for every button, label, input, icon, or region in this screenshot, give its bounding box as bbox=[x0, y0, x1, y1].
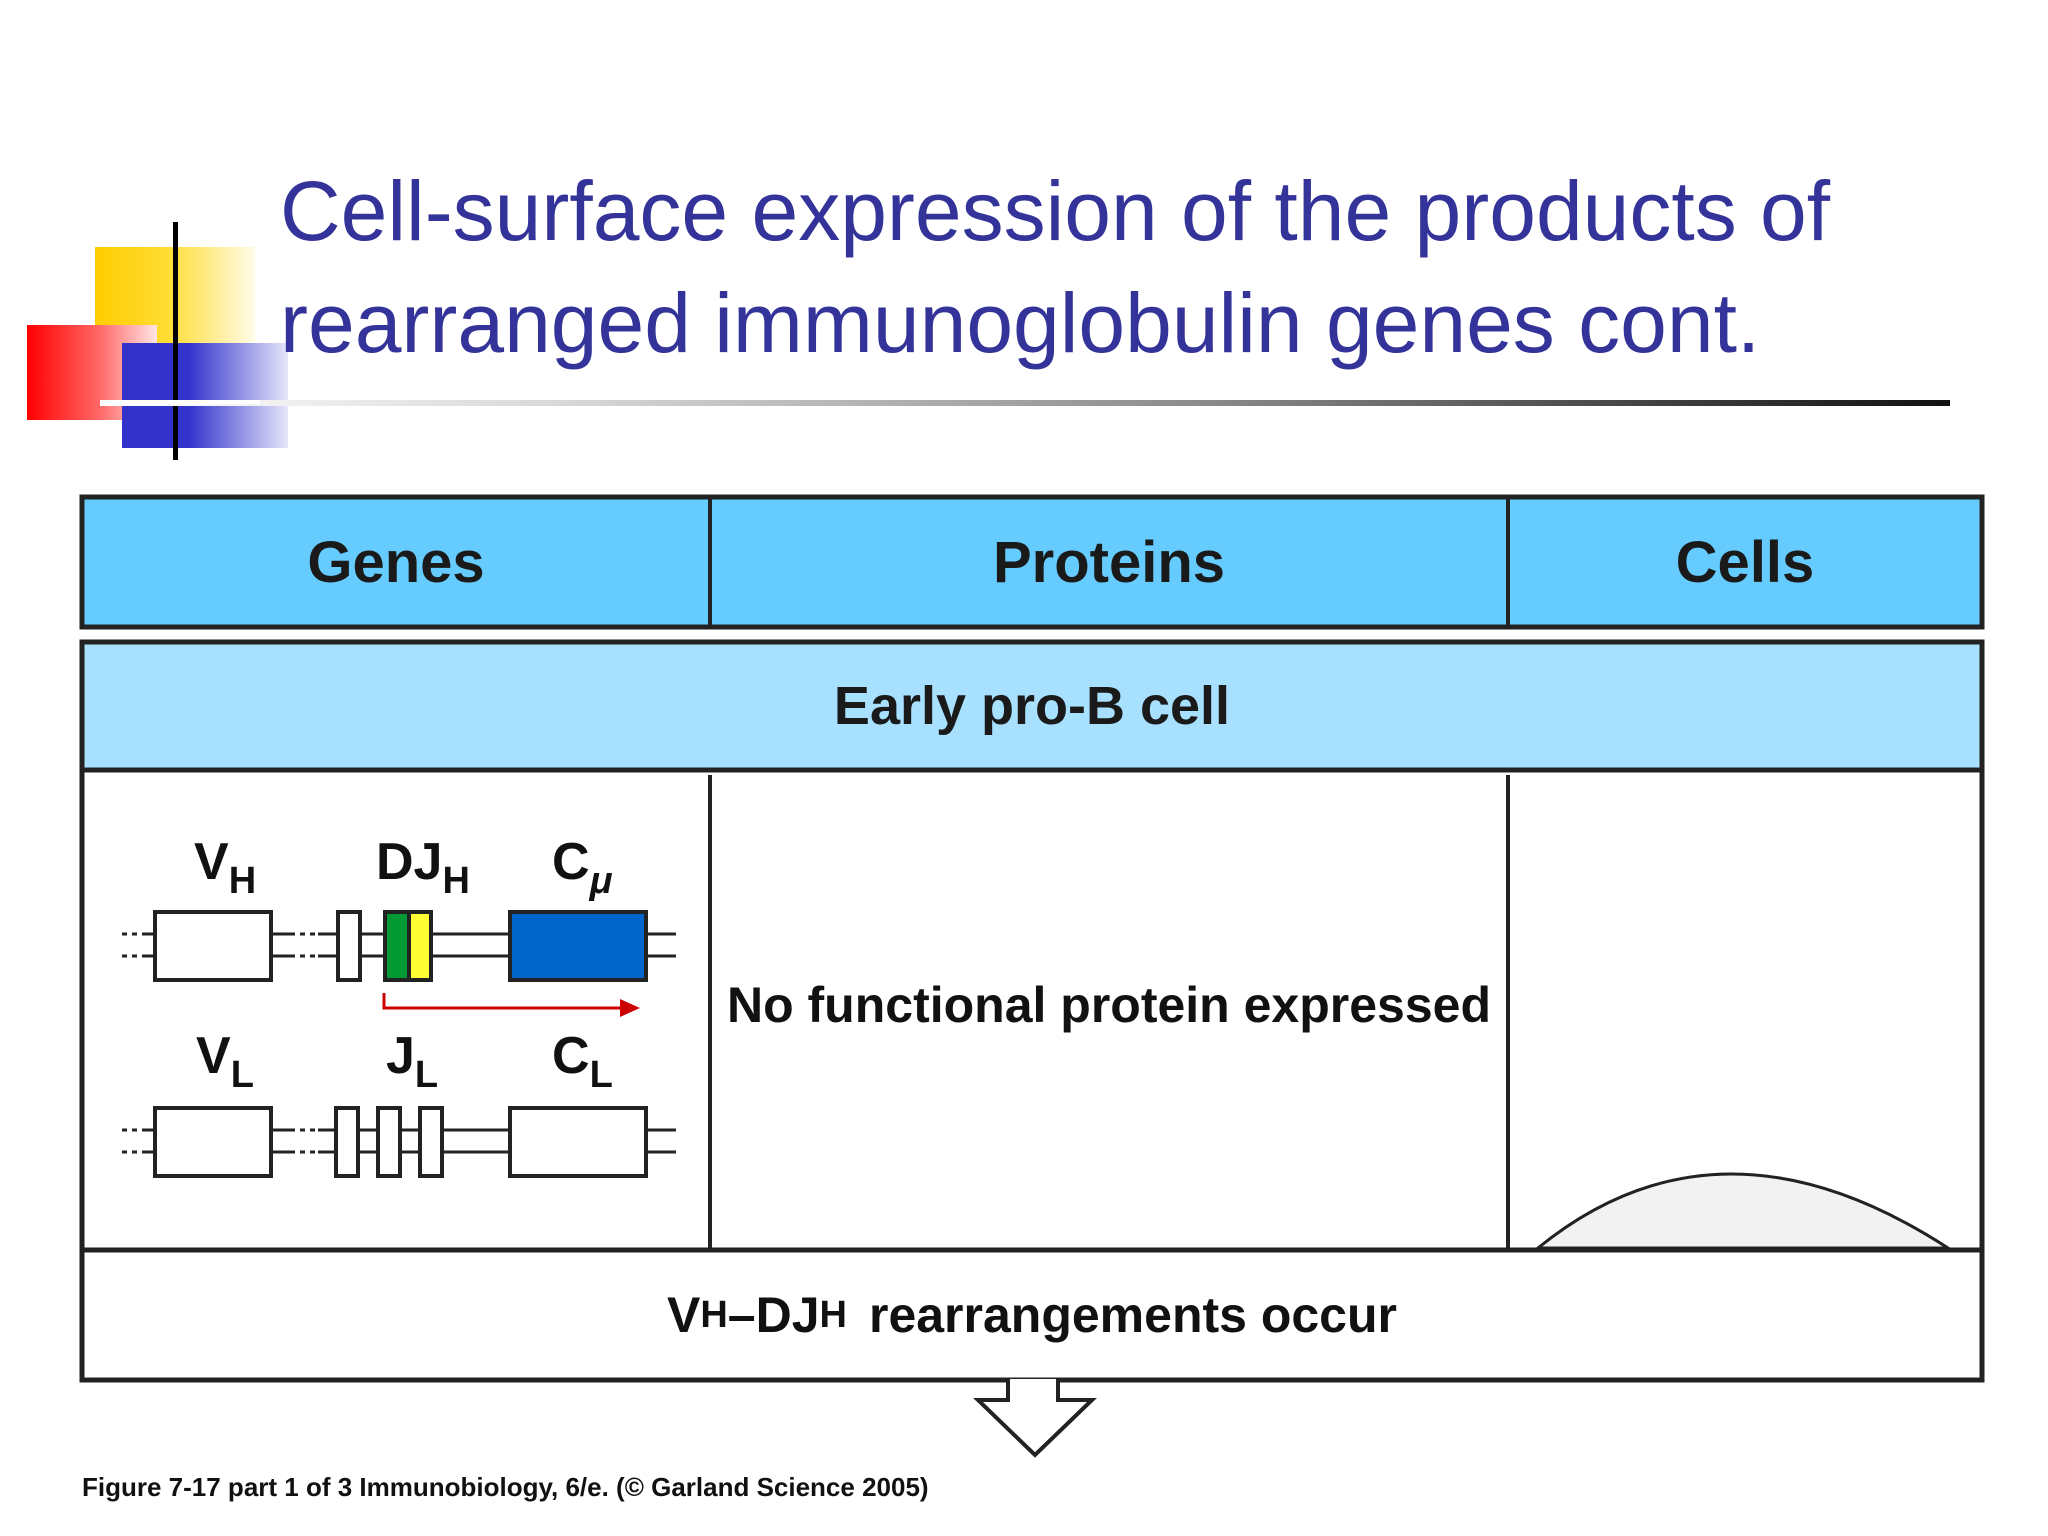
d-segment-unrearranged bbox=[336, 910, 362, 982]
header-cells: Cells bbox=[1675, 529, 1815, 595]
transcript-arrow bbox=[382, 993, 640, 1017]
vh-segment bbox=[153, 910, 273, 982]
label-cl: CL bbox=[552, 1027, 613, 1096]
footer-row bbox=[79, 1247, 1985, 1383]
decor-blue-square bbox=[122, 343, 288, 448]
header-row-bg bbox=[79, 494, 1985, 630]
label-vl: VL bbox=[196, 1027, 254, 1096]
vl-segment bbox=[153, 1106, 273, 1178]
jl-segment-2 bbox=[376, 1106, 402, 1178]
jl-segment-3 bbox=[418, 1106, 444, 1178]
slide-title-line1: Cell-surface expression of the products … bbox=[280, 164, 1831, 258]
label-jl: JL bbox=[386, 1027, 439, 1096]
figure-caption: Figure 7-17 part 1 of 3 Immunobiology, 6… bbox=[82, 1472, 929, 1502]
down-arrow bbox=[973, 1382, 1097, 1458]
cl-segment bbox=[508, 1106, 648, 1178]
header-proteins: Proteins bbox=[992, 529, 1226, 595]
label-djh: DJH bbox=[376, 833, 470, 902]
header-genes: Genes bbox=[307, 529, 485, 595]
slide-title: Cell-surface expression of the products … bbox=[280, 155, 2020, 379]
d-segment bbox=[383, 910, 411, 982]
slide-title-line2: rearranged immunoglobulin genes cont. bbox=[280, 276, 1761, 370]
jl-segment-1 bbox=[334, 1106, 360, 1178]
stage-row-bg bbox=[79, 639, 1985, 773]
decor-vertical-line bbox=[173, 222, 178, 460]
cell-shape bbox=[1533, 1172, 1954, 1250]
label-vh: VH bbox=[194, 833, 257, 902]
heavy-chain-locus bbox=[122, 910, 676, 982]
j-segment bbox=[407, 910, 433, 982]
decor-horizontal-line bbox=[100, 400, 260, 404]
label-c-mu: Cμ bbox=[552, 833, 613, 902]
stage-label: Early pro-B cell bbox=[833, 676, 1231, 736]
light-chain-locus bbox=[122, 1106, 676, 1178]
title-underline bbox=[100, 400, 1950, 406]
c-mu-segment bbox=[508, 910, 648, 982]
proteins-text: No functional protein expressed bbox=[726, 977, 1491, 1033]
